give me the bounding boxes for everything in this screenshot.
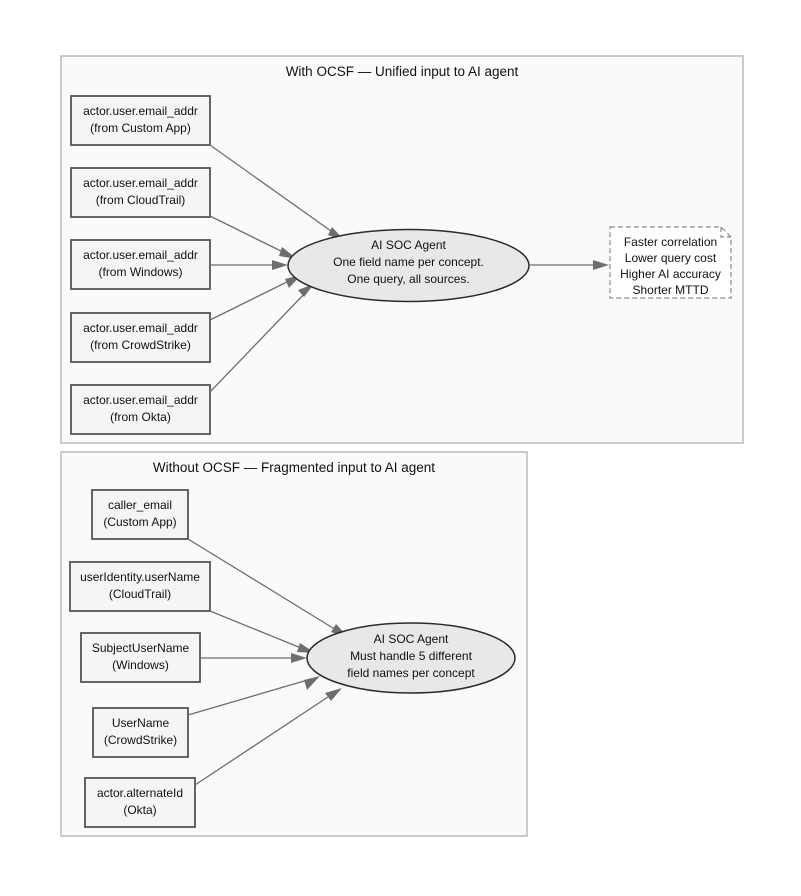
source-box-crowdstrike-origin: (from CrowdStrike) bbox=[90, 338, 191, 352]
source-box-windows-origin: (from Windows) bbox=[98, 265, 182, 279]
legacy-connector-okta bbox=[194, 692, 335, 786]
legacy-connector-custom-app bbox=[187, 538, 342, 634]
connector-crowdstrike bbox=[209, 278, 294, 321]
outcome-note-line-4: Shorter MTTD bbox=[632, 283, 708, 297]
ai-soc-agent-fragmented-shape[interactable] bbox=[306, 622, 516, 694]
source-box-cloudtrail-origin: (from CloudTrail) bbox=[96, 193, 186, 207]
legacy-connector-crowdstrike bbox=[187, 678, 312, 716]
source-box-crowdstrike-rect[interactable] bbox=[70, 312, 211, 363]
source-box-custom-app[interactable]: actor.user.email_addr (from Custom App) bbox=[70, 95, 211, 146]
ai-soc-agent-fragmented-title: AI SOC Agent bbox=[374, 632, 449, 646]
panel-without-ocsf-title: Without OCSF — Fragmented input to AI ag… bbox=[153, 460, 435, 475]
source-box-cloudtrail-rect[interactable] bbox=[70, 167, 211, 218]
legacy-box-windows[interactable]: SubjectUserName (Windows) bbox=[80, 632, 201, 683]
legacy-box-cloudtrail[interactable]: userIdentity.userName (CloudTrail) bbox=[69, 561, 211, 612]
connector-cloudtrail bbox=[209, 215, 290, 256]
legacy-box-cloudtrail-rect[interactable] bbox=[69, 561, 211, 612]
legacy-box-crowdstrike-rect[interactable] bbox=[92, 707, 189, 758]
legacy-box-crowdstrike-origin: (CrowdStrike) bbox=[104, 733, 177, 747]
source-box-custom-app-origin: (from Custom App) bbox=[90, 121, 191, 135]
ai-soc-agent-unified-line2: One field name per concept. bbox=[333, 255, 484, 269]
outcome-note-box bbox=[609, 226, 732, 299]
source-box-okta-origin: (from Okta) bbox=[110, 410, 171, 424]
source-box-windows[interactable]: actor.user.email_addr (from Windows) bbox=[70, 239, 211, 290]
legacy-box-okta-rect[interactable] bbox=[84, 777, 196, 828]
source-box-cloudtrail[interactable]: actor.user.email_addr (from CloudTrail) bbox=[70, 167, 211, 218]
arrowhead-outcome bbox=[593, 260, 609, 270]
legacy-box-windows-rect[interactable] bbox=[80, 632, 201, 683]
source-box-custom-app-field: actor.user.email_addr bbox=[83, 104, 198, 118]
legacy-box-windows-field: SubjectUserName bbox=[92, 641, 190, 655]
source-box-windows-field: actor.user.email_addr bbox=[83, 248, 198, 262]
outcome-note-line-2: Lower query cost bbox=[625, 251, 717, 265]
legacy-box-custom-app-rect[interactable] bbox=[91, 489, 189, 540]
source-box-crowdstrike[interactable]: actor.user.email_addr (from CrowdStrike) bbox=[70, 312, 211, 363]
outcome-note: Faster correlation Lower query cost High… bbox=[609, 226, 732, 299]
legacy-arrowhead-crowdstrike bbox=[304, 676, 320, 690]
source-box-okta-rect[interactable] bbox=[70, 384, 211, 435]
outcome-note-line-1: Faster correlation bbox=[624, 235, 717, 249]
outcome-note-line-3: Higher AI accuracy bbox=[620, 267, 721, 281]
legacy-arrowhead-okta bbox=[325, 688, 342, 701]
ai-soc-agent-fragmented[interactable]: AI SOC Agent Must handle 5 different fie… bbox=[306, 622, 516, 694]
legacy-box-cloudtrail-field: userIdentity.userName bbox=[80, 570, 200, 584]
ai-soc-agent-fragmented-line2: Must handle 5 different bbox=[350, 649, 473, 663]
source-box-okta-field: actor.user.email_addr bbox=[83, 393, 198, 407]
ai-soc-agent-unified-line3: One query, all sources. bbox=[347, 272, 470, 286]
legacy-box-cloudtrail-origin: (CloudTrail) bbox=[109, 587, 171, 601]
legacy-box-custom-app[interactable]: caller_email (Custom App) bbox=[91, 489, 189, 540]
legacy-box-windows-origin: (Windows) bbox=[112, 658, 169, 672]
source-box-cloudtrail-field: actor.user.email_addr bbox=[83, 176, 198, 190]
connector-okta bbox=[209, 290, 308, 393]
outcome-note-fold bbox=[720, 227, 731, 238]
connector-custom-app bbox=[209, 144, 339, 237]
panel-with-ocsf: With OCSF — Unified input to AI agent ac… bbox=[60, 55, 744, 444]
ai-soc-agent-fragmented-line3: field names per concept bbox=[347, 666, 475, 680]
panel-with-ocsf-title: With OCSF — Unified input to AI agent bbox=[286, 64, 519, 79]
source-box-crowdstrike-field: actor.user.email_addr bbox=[83, 321, 198, 335]
ai-soc-agent-unified-title: AI SOC Agent bbox=[371, 238, 446, 252]
legacy-box-crowdstrike[interactable]: UserName (CrowdStrike) bbox=[92, 707, 189, 758]
legacy-connector-cloudtrail bbox=[209, 610, 307, 651]
legacy-box-custom-app-field: caller_email bbox=[108, 498, 172, 512]
arrowhead-okta bbox=[298, 284, 314, 297]
source-box-okta[interactable]: actor.user.email_addr (from Okta) bbox=[70, 384, 211, 435]
panel-without-ocsf: Without OCSF — Fragmented input to AI ag… bbox=[60, 451, 528, 837]
legacy-box-crowdstrike-field: UserName bbox=[112, 716, 170, 730]
ai-soc-agent-unified[interactable]: AI SOC Agent One field name per concept.… bbox=[287, 228, 530, 303]
legacy-box-okta-field: actor.alternateId bbox=[97, 786, 183, 800]
legacy-box-custom-app-origin: (Custom App) bbox=[103, 515, 176, 529]
legacy-arrowhead-windows bbox=[291, 653, 307, 663]
legacy-box-okta[interactable]: actor.alternateId (Okta) bbox=[84, 777, 196, 828]
arrowhead-windows bbox=[272, 260, 288, 270]
source-box-custom-app-rect[interactable] bbox=[70, 95, 211, 146]
legacy-box-okta-origin: (Okta) bbox=[123, 803, 156, 817]
